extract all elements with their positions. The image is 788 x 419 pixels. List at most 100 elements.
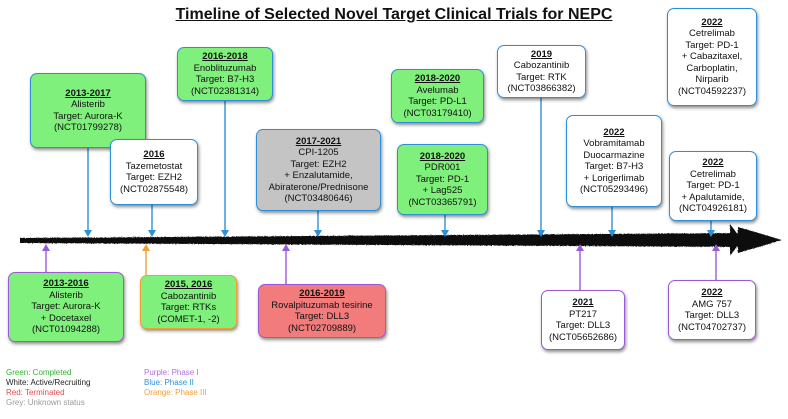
trial-box-alisterib-2013-docetaxel: 2013-2016 Alisterib Target: Aurora-K + D… bbox=[8, 272, 124, 342]
trial-line: Cetrelimab bbox=[690, 168, 736, 180]
legend-entry: White: Active/Recruiting bbox=[6, 378, 91, 387]
trial-line: (NCT02381314) bbox=[190, 85, 260, 97]
trial-line: (NCT03866382) bbox=[507, 83, 576, 94]
trial-line: + Lag525 bbox=[422, 185, 463, 197]
trial-line: Duocarmazine bbox=[583, 149, 645, 161]
trial-line: Target: Aurora-K bbox=[31, 301, 101, 313]
arrowhead bbox=[707, 230, 715, 237]
arrowhead bbox=[712, 244, 720, 251]
trial-box-cetrelimab-cabazitaxel: 2022 Cetrelimab Target: PD-1 + Cabazitax… bbox=[667, 8, 757, 106]
trial-line: Alisterib bbox=[71, 99, 105, 110]
trial-line: Target: PD-1 bbox=[685, 39, 739, 51]
trial-line: Target: Aurora-K bbox=[53, 110, 123, 122]
arrowhead bbox=[221, 230, 229, 237]
trial-line: Target: EZH2 bbox=[290, 158, 347, 170]
legend-entry: Orange: Phase III bbox=[144, 388, 207, 397]
trial-box-amg757: 2022 AMG 757 Target: DLL3 (NCT04702737) bbox=[668, 280, 756, 340]
trial-line: Carboplatin, bbox=[686, 62, 738, 74]
diagram-title: Timeline of Selected Novel Target Clinic… bbox=[175, 6, 613, 23]
trial-line: Cabozantinib bbox=[160, 290, 217, 302]
trial-line: Target: DLL3 bbox=[555, 320, 611, 331]
trial-years: 2021 bbox=[572, 297, 594, 308]
arrowhead bbox=[314, 230, 322, 237]
trial-box-alisterib-2013: 2013-2017 Alisterib Target: Aurora-K (NC… bbox=[30, 73, 146, 148]
trial-box-pdr001: 2018-2020 PDR001 Target: PD-1 + Lag525 (… bbox=[397, 144, 488, 215]
trial-line: Target: B7-H3 bbox=[584, 161, 644, 172]
trial-line: + Apalutamide, bbox=[681, 191, 745, 203]
trial-line: PDR001 bbox=[424, 162, 461, 174]
trial-years: 2016 bbox=[143, 149, 165, 160]
trial-box-pt217: 2021 PT217 Target: DLL3 (NCT05652686) bbox=[541, 290, 625, 350]
trial-line: Target: EZH2 bbox=[126, 172, 182, 183]
trial-line: Target: RTKs bbox=[160, 302, 217, 313]
arrowhead bbox=[608, 230, 616, 237]
trial-box-avelumab: 2018-2020 Avelumab Target: PD-L1 (NCT031… bbox=[391, 69, 484, 123]
trial-line: Target: B7-H3 bbox=[195, 74, 255, 85]
trial-line: (NCT04702737) bbox=[677, 321, 747, 333]
arrowhead bbox=[142, 244, 150, 251]
trial-line: Target: PD-1 bbox=[686, 180, 740, 192]
arrowhead bbox=[441, 230, 449, 237]
trial-line: Nirparib bbox=[695, 74, 729, 86]
trial-line: (NCT04926181) bbox=[678, 203, 748, 215]
trial-line: PT217 bbox=[569, 308, 597, 320]
trial-line: Target: RTK bbox=[516, 71, 567, 83]
legend-entry: Purple: Phase I bbox=[144, 368, 199, 377]
legend-status: Green: Completed White: Active/Recruitin… bbox=[6, 368, 90, 408]
trial-years: 2022 bbox=[701, 287, 723, 298]
trial-years: 2016-2018 bbox=[202, 51, 248, 62]
legend-entry: Red: Terminated bbox=[6, 388, 65, 397]
legend-phase: Purple: Phase I Blue: Phase II Orange: P… bbox=[144, 368, 207, 398]
trial-years: 2016-2019 bbox=[299, 288, 345, 299]
trial-line: (NCT01799278) bbox=[53, 122, 123, 133]
trial-box-tazemetostat: 2016 Tazemetostat Target: EZH2 (NCT02875… bbox=[110, 139, 198, 205]
trial-line: Target: PD-L1 bbox=[408, 96, 467, 107]
trial-line: Abiraterone/Prednisone bbox=[268, 181, 369, 193]
trial-years: 2015, 2016 bbox=[164, 279, 213, 290]
arrowhead bbox=[42, 244, 50, 251]
trial-years: 2013-2017 bbox=[65, 87, 111, 99]
trial-line: Tazemetostat bbox=[125, 160, 183, 172]
trial-line: + Cabazitaxel, bbox=[681, 51, 743, 63]
trial-line: Avelumab bbox=[416, 84, 459, 96]
trial-line: + Enzalutamide, bbox=[284, 170, 353, 181]
trial-line: Cabozantinib bbox=[513, 60, 570, 71]
trial-years: 2022 bbox=[702, 157, 724, 169]
trial-years: 2018-2020 bbox=[414, 73, 461, 84]
arrowhead bbox=[148, 230, 156, 237]
connectors bbox=[42, 98, 720, 290]
trial-line: (NCT04592237) bbox=[677, 85, 747, 97]
trial-line: Target: DLL3 bbox=[684, 310, 740, 321]
trial-years: 2022 bbox=[701, 16, 723, 28]
trial-box-cabozantinib-2019: 2019 Cabozantinib Target: RTK (NCT038663… bbox=[497, 45, 586, 98]
trial-line: AMG 757 bbox=[691, 298, 733, 310]
trial-line: + Lorigerlimab bbox=[583, 172, 645, 184]
trial-line: (NCT02709889) bbox=[287, 322, 357, 334]
legend-entry: Grey: Unknown status bbox=[6, 398, 85, 407]
trial-years: 2019 bbox=[530, 48, 553, 60]
trial-line: (NCT03480646) bbox=[284, 193, 353, 204]
trial-box-vobramitamab: 2022 Vobramitamab Duocarmazine Target: B… bbox=[566, 115, 662, 207]
trial-line: (COMET-1, -2) bbox=[157, 313, 220, 325]
trial-line: (NCT05293496) bbox=[579, 184, 649, 195]
trial-years: 2018-2020 bbox=[419, 150, 466, 162]
trial-line: (NCT01094288) bbox=[31, 324, 101, 336]
trial-line: (NCT03179410) bbox=[403, 107, 472, 119]
legend-entry: Green: Completed bbox=[6, 368, 72, 377]
trial-box-cpi-1205: 2017-2021 CPI-1205 Target: EZH2 + Enzalu… bbox=[256, 129, 381, 211]
trial-line: Vobramitamab bbox=[583, 138, 645, 149]
trial-line: (NCT03365791) bbox=[408, 196, 477, 208]
arrowhead bbox=[576, 244, 584, 251]
trial-box-rovalpituzumab: 2016-2019 Rovalpituzumab tesirine Target… bbox=[258, 284, 386, 338]
trial-years: 2013-2016 bbox=[43, 278, 89, 290]
trial-line: Target: PD-1 bbox=[415, 173, 470, 185]
arrowhead bbox=[282, 244, 290, 251]
trial-years: 2022 bbox=[603, 126, 625, 138]
trial-line: Alisterib bbox=[49, 289, 83, 301]
trial-years: 2017-2021 bbox=[295, 135, 342, 147]
trial-box-cetrelimab-apalutamide: 2022 Cetrelimab Target: PD-1 + Apalutami… bbox=[669, 151, 757, 221]
trial-line: Target: DLL3 bbox=[294, 311, 350, 322]
trial-box-enoblituzumab: 2016-2018 Enoblituzumab Target: B7-H3 (N… bbox=[177, 47, 273, 101]
trial-line: Enoblituzumab bbox=[193, 62, 257, 74]
